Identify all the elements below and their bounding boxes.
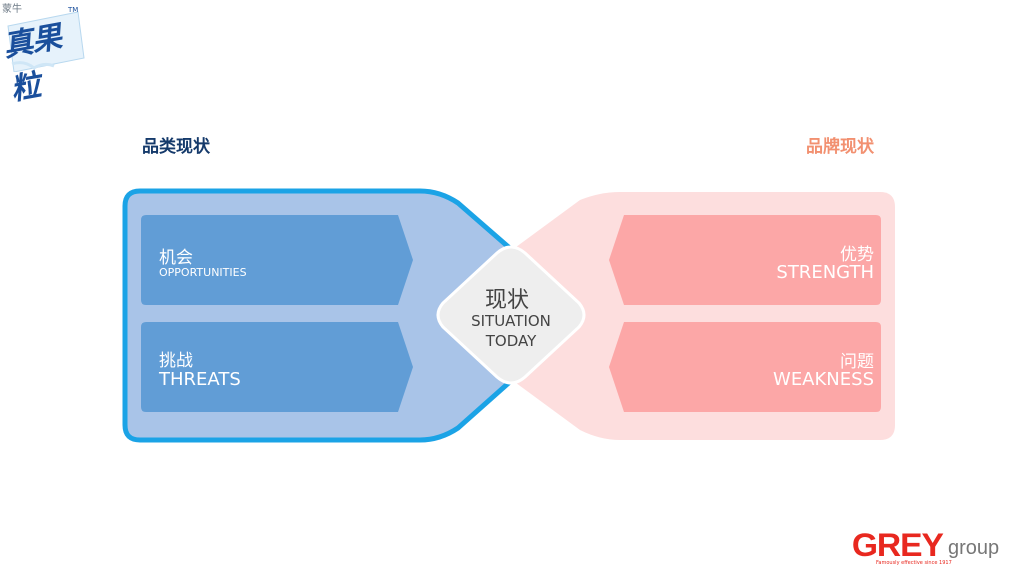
- category-status-heading: 品类现状: [142, 137, 210, 157]
- brand-logo-icon: [7, 11, 85, 72]
- threats-label-cn: 挑战: [159, 351, 193, 371]
- situation-label-en-line2: TODAY: [485, 332, 537, 350]
- brand-badge: 蒙牛: [2, 4, 22, 15]
- weakness-label-en: WEAKNESS: [773, 369, 874, 390]
- opportunities-card: [141, 215, 413, 305]
- strength-card: [609, 215, 881, 305]
- opportunities-label-en: OPPORTUNITIES: [159, 266, 247, 279]
- brand-status-heading: 品牌现状: [806, 137, 874, 157]
- center-diamond: [436, 245, 586, 385]
- brand-trademark: TM: [68, 6, 79, 14]
- grey-logo-word: GREY: [851, 527, 944, 563]
- brand-logo-area: 蒙牛 真果粒 TM: [0, 0, 90, 108]
- situation-label-en-line1: SITUATION: [471, 312, 551, 330]
- threats-label-en: THREATS: [159, 369, 241, 390]
- weakness-card: [609, 322, 881, 412]
- situation-label-cn: 现状: [485, 288, 530, 313]
- strength-label-cn: 优势: [840, 245, 874, 265]
- strength-label-en: STRENGTH: [776, 262, 874, 283]
- grey-logo-group: group: [948, 537, 1000, 559]
- opportunities-label-cn: 机会: [159, 248, 193, 268]
- weakness-label-cn: 问题: [840, 352, 874, 372]
- grey-logo-tagline: Famously effective since 1917: [876, 560, 952, 566]
- threats-card: [141, 322, 413, 412]
